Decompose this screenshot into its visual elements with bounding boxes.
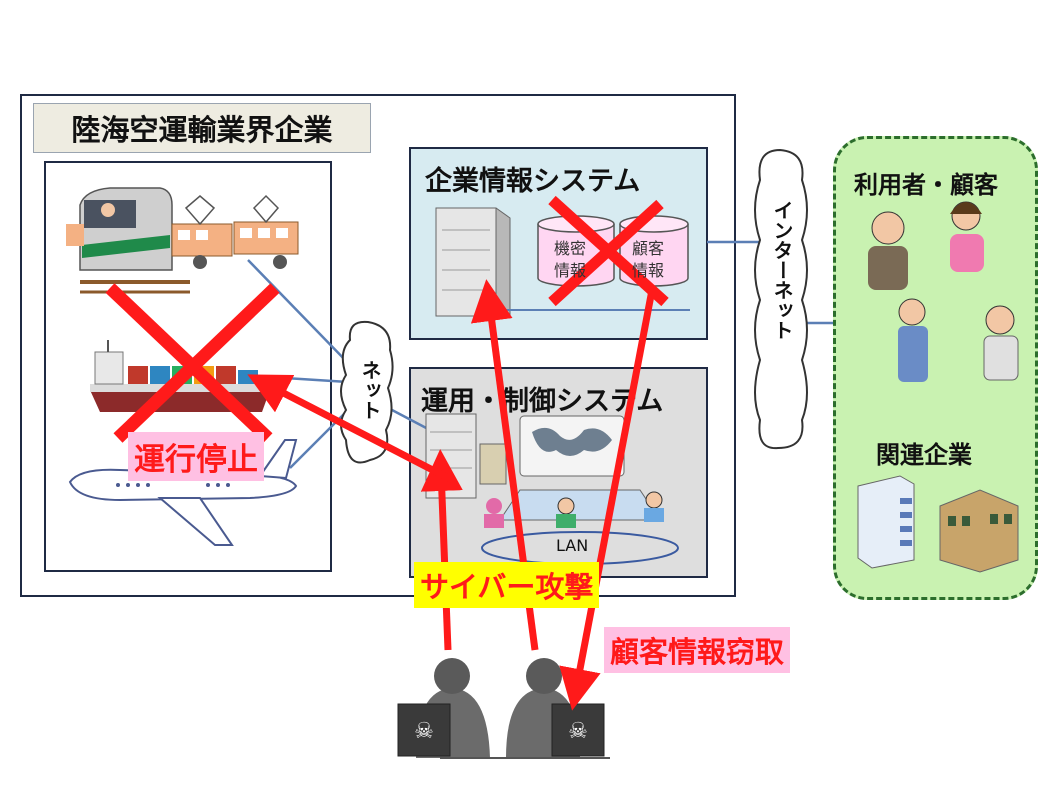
world-map-screen-icon bbox=[499, 415, 661, 521]
operator-icons bbox=[484, 491, 664, 528]
cyber-attack-label: サイバー攻撃 bbox=[414, 562, 600, 608]
ops-control-system-title: 運用・制御システム bbox=[421, 386, 664, 417]
database-cross-mark bbox=[548, 195, 669, 307]
internet-label: インターネット bbox=[770, 200, 794, 340]
operation-stop-label: 運行停止 bbox=[128, 432, 264, 481]
partner-building-icons bbox=[857, 475, 1019, 573]
partners-heading: 関連企業 bbox=[876, 441, 972, 469]
customer-people-icons bbox=[868, 201, 1019, 382]
customers-heading: 利用者・顧客 bbox=[854, 171, 998, 199]
train-icon bbox=[66, 187, 299, 294]
ops-server-icon bbox=[425, 413, 507, 499]
enterprise-server-icon bbox=[435, 207, 511, 317]
svg-text:☠: ☠ bbox=[414, 719, 434, 744]
customer-info-theft-label: 顧客情報窃取 bbox=[604, 627, 791, 673]
hacker-icons: ☠ ☠ bbox=[397, 658, 610, 759]
industry-title: 陸海空運輸業界企業 bbox=[33, 103, 371, 153]
enterprise-system-title: 企業情報システム bbox=[425, 166, 641, 197]
confidential-info-label: 機密 情報 bbox=[554, 239, 587, 280]
svg-text:☠: ☠ bbox=[568, 719, 588, 744]
internet-cloud bbox=[754, 148, 808, 450]
lan-label: LAN bbox=[556, 536, 589, 555]
transport-cross-mark bbox=[105, 283, 280, 443]
customer-info-label: 顧客 情報 bbox=[632, 239, 665, 280]
net-label: ネット bbox=[358, 360, 382, 420]
